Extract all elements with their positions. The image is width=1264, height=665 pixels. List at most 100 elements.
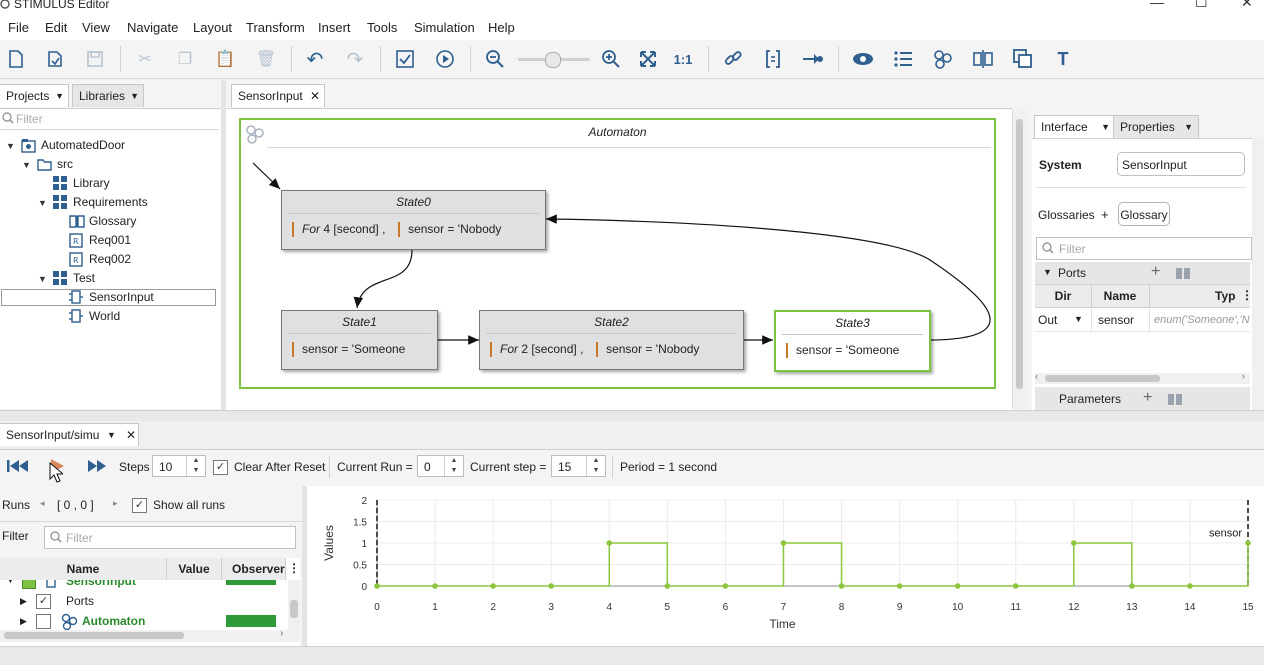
horizontal-splitter[interactable] bbox=[0, 410, 1264, 421]
col-type[interactable]: Typ bbox=[1215, 289, 1236, 303]
menu-transform[interactable]: Transform bbox=[246, 20, 305, 35]
ports-header[interactable]: ▼ Ports + bbox=[1035, 262, 1250, 285]
open-file-icon[interactable] bbox=[43, 48, 67, 70]
port-type[interactable]: enum('Someone','N bbox=[1154, 314, 1250, 326]
undo-icon[interactable]: ↶ bbox=[306, 48, 324, 71]
copy-icon[interactable]: ❐ bbox=[177, 51, 193, 68]
menu-layout[interactable]: Layout bbox=[193, 20, 233, 35]
table-row[interactable]: ▼ SensorInput bbox=[0, 580, 288, 590]
col-observer[interactable]: Observer bbox=[222, 558, 286, 580]
zoom-slider-thumb[interactable] bbox=[545, 52, 561, 68]
port-row[interactable]: Out ▼ sensor enum('Someone','N bbox=[1035, 309, 1250, 332]
zoom-in-icon[interactable] bbox=[599, 48, 623, 70]
interface-filter[interactable]: Filter bbox=[1036, 237, 1252, 260]
expand-toggle-icon[interactable]: ▶ bbox=[20, 596, 27, 606]
menu-edit[interactable]: Edit bbox=[45, 20, 68, 35]
col-value[interactable]: Value bbox=[167, 558, 222, 580]
duplicate-icon[interactable] bbox=[1011, 48, 1035, 70]
table-row[interactable]: ▶ ✓ Ports bbox=[0, 592, 288, 610]
tree-item-glossary[interactable]: Glossary bbox=[89, 214, 137, 228]
link-icon[interactable] bbox=[721, 48, 745, 70]
close-window-icon[interactable]: ✕ bbox=[1241, 0, 1253, 10]
menu-navigate[interactable]: Navigate bbox=[127, 20, 179, 35]
expand-toggle-icon[interactable]: ▼ bbox=[38, 274, 47, 284]
tree-item-world[interactable]: World bbox=[89, 309, 121, 323]
signals-v-scrollbar[interactable] bbox=[288, 580, 300, 630]
state-state2[interactable]: State2 For 2 [second] , sensor = 'Nobody bbox=[479, 310, 744, 370]
current-step-spinner[interactable]: 15▲▼ bbox=[551, 455, 606, 477]
col-name[interactable]: Name bbox=[0, 558, 167, 580]
splitter[interactable] bbox=[302, 486, 307, 646]
check-icon[interactable] bbox=[393, 48, 417, 70]
show-all-runs-checkbox[interactable]: ✓ bbox=[132, 498, 147, 513]
runs-filter-input[interactable]: Filter bbox=[66, 531, 93, 545]
ports-h-scrollbar[interactable]: ‹ › bbox=[1035, 371, 1250, 384]
paste-icon[interactable]: 📋 bbox=[215, 51, 235, 68]
tab-sensorinput[interactable]: SensorInput✕ bbox=[231, 84, 325, 107]
minimize-icon[interactable]: — bbox=[1150, 0, 1164, 10]
close-tab-icon[interactable]: ✕ bbox=[309, 89, 320, 103]
menu-help[interactable]: Help bbox=[488, 20, 515, 35]
system-toggle-icon[interactable] bbox=[22, 580, 36, 589]
runs-filter[interactable]: Filter bbox=[44, 526, 296, 549]
clear-after-reset-checkbox[interactable]: ✓ bbox=[213, 460, 228, 475]
tab-properties[interactable]: Properties▼ bbox=[1113, 115, 1199, 138]
tree-item-sensorinput[interactable]: SensorInput bbox=[89, 290, 154, 304]
tab-projects[interactable]: Projects▼ bbox=[0, 84, 69, 107]
add-glossary-icon[interactable]: + bbox=[1101, 207, 1109, 222]
state-state1[interactable]: State1 sensor = 'Someone bbox=[281, 310, 438, 370]
col-name[interactable]: Name bbox=[1091, 285, 1150, 307]
new-file-icon[interactable] bbox=[4, 48, 28, 70]
cut-icon[interactable]: ✂ bbox=[138, 51, 152, 68]
current-run-spinner[interactable]: 0▲▼ bbox=[417, 455, 464, 477]
interface-filter-input[interactable]: Filter bbox=[1059, 242, 1086, 256]
menu-simulation[interactable]: Simulation bbox=[414, 20, 475, 35]
collapse-toggle-icon[interactable]: ▼ bbox=[1043, 267, 1052, 277]
maximize-icon[interactable]: ☐ bbox=[1195, 0, 1208, 10]
tree-item-req002[interactable]: Req002 bbox=[89, 252, 132, 266]
glossary-chip[interactable]: Glossary bbox=[1118, 202, 1170, 226]
brackets-icon[interactable] bbox=[761, 48, 785, 70]
zoom-ratio-button[interactable]: 1:1 bbox=[673, 51, 693, 67]
expand-toggle-icon[interactable]: ▶ bbox=[20, 616, 27, 626]
glossary-book-icon[interactable] bbox=[1175, 266, 1191, 283]
expand-toggle-icon[interactable]: ▼ bbox=[6, 141, 15, 151]
table-row[interactable]: ▶ Automaton bbox=[0, 612, 288, 630]
tree-item-req001[interactable]: Req001 bbox=[89, 233, 132, 247]
automaton-icon[interactable] bbox=[931, 48, 955, 70]
tree-item-requirements[interactable]: Requirements bbox=[73, 195, 148, 209]
next-run-icon[interactable]: ▸ bbox=[113, 498, 118, 508]
interface-scrollbar[interactable] bbox=[1252, 138, 1264, 410]
state-state0[interactable]: State0 For 4 [second] , sensor = 'Nobody bbox=[281, 190, 546, 250]
parameters-header[interactable]: Parameters + bbox=[1035, 387, 1250, 410]
menu-view[interactable]: View bbox=[82, 20, 110, 35]
delete-icon[interactable]: 🗑 bbox=[255, 51, 277, 68]
simulate-icon[interactable] bbox=[433, 48, 457, 70]
text-icon[interactable]: T bbox=[1057, 48, 1069, 69]
dropdown-icon[interactable]: ▼ bbox=[1074, 314, 1083, 324]
state-state3[interactable]: State3 sensor = 'Someone bbox=[774, 310, 931, 372]
view-icon[interactable] bbox=[851, 48, 875, 70]
automaton-checkbox[interactable] bbox=[36, 614, 51, 629]
menu-file[interactable]: File bbox=[8, 20, 29, 35]
column-menu-icon[interactable]: ⋮ bbox=[288, 561, 300, 575]
redo-icon[interactable]: ↷ bbox=[346, 48, 364, 71]
port-name[interactable]: sensor bbox=[1098, 313, 1135, 327]
steps-spinner[interactable]: 10▲▼ bbox=[152, 455, 206, 477]
tree-filter[interactable]: Filter bbox=[0, 109, 219, 130]
ports-checkbox[interactable]: ✓ bbox=[36, 594, 51, 609]
prev-run-icon[interactable]: ◂ bbox=[40, 498, 45, 508]
splitter[interactable] bbox=[221, 80, 226, 410]
system-name-field[interactable]: SensorInput bbox=[1117, 152, 1245, 176]
expand-toggle-icon[interactable]: ▼ bbox=[22, 160, 31, 170]
port-dir[interactable]: Out bbox=[1038, 313, 1058, 327]
menu-tools[interactable]: Tools bbox=[367, 20, 398, 35]
col-dir[interactable]: Dir bbox=[1035, 285, 1092, 307]
expand-toggle-icon[interactable]: ▼ bbox=[38, 198, 47, 208]
tree-item-automateddoor[interactable]: AutomatedDoor bbox=[41, 138, 126, 152]
tree-item-test[interactable]: Test bbox=[73, 271, 96, 285]
tab-libraries[interactable]: Libraries▼ bbox=[72, 84, 144, 107]
input-port-icon[interactable] bbox=[801, 48, 825, 70]
close-tab-icon[interactable]: ✕ bbox=[125, 428, 136, 442]
